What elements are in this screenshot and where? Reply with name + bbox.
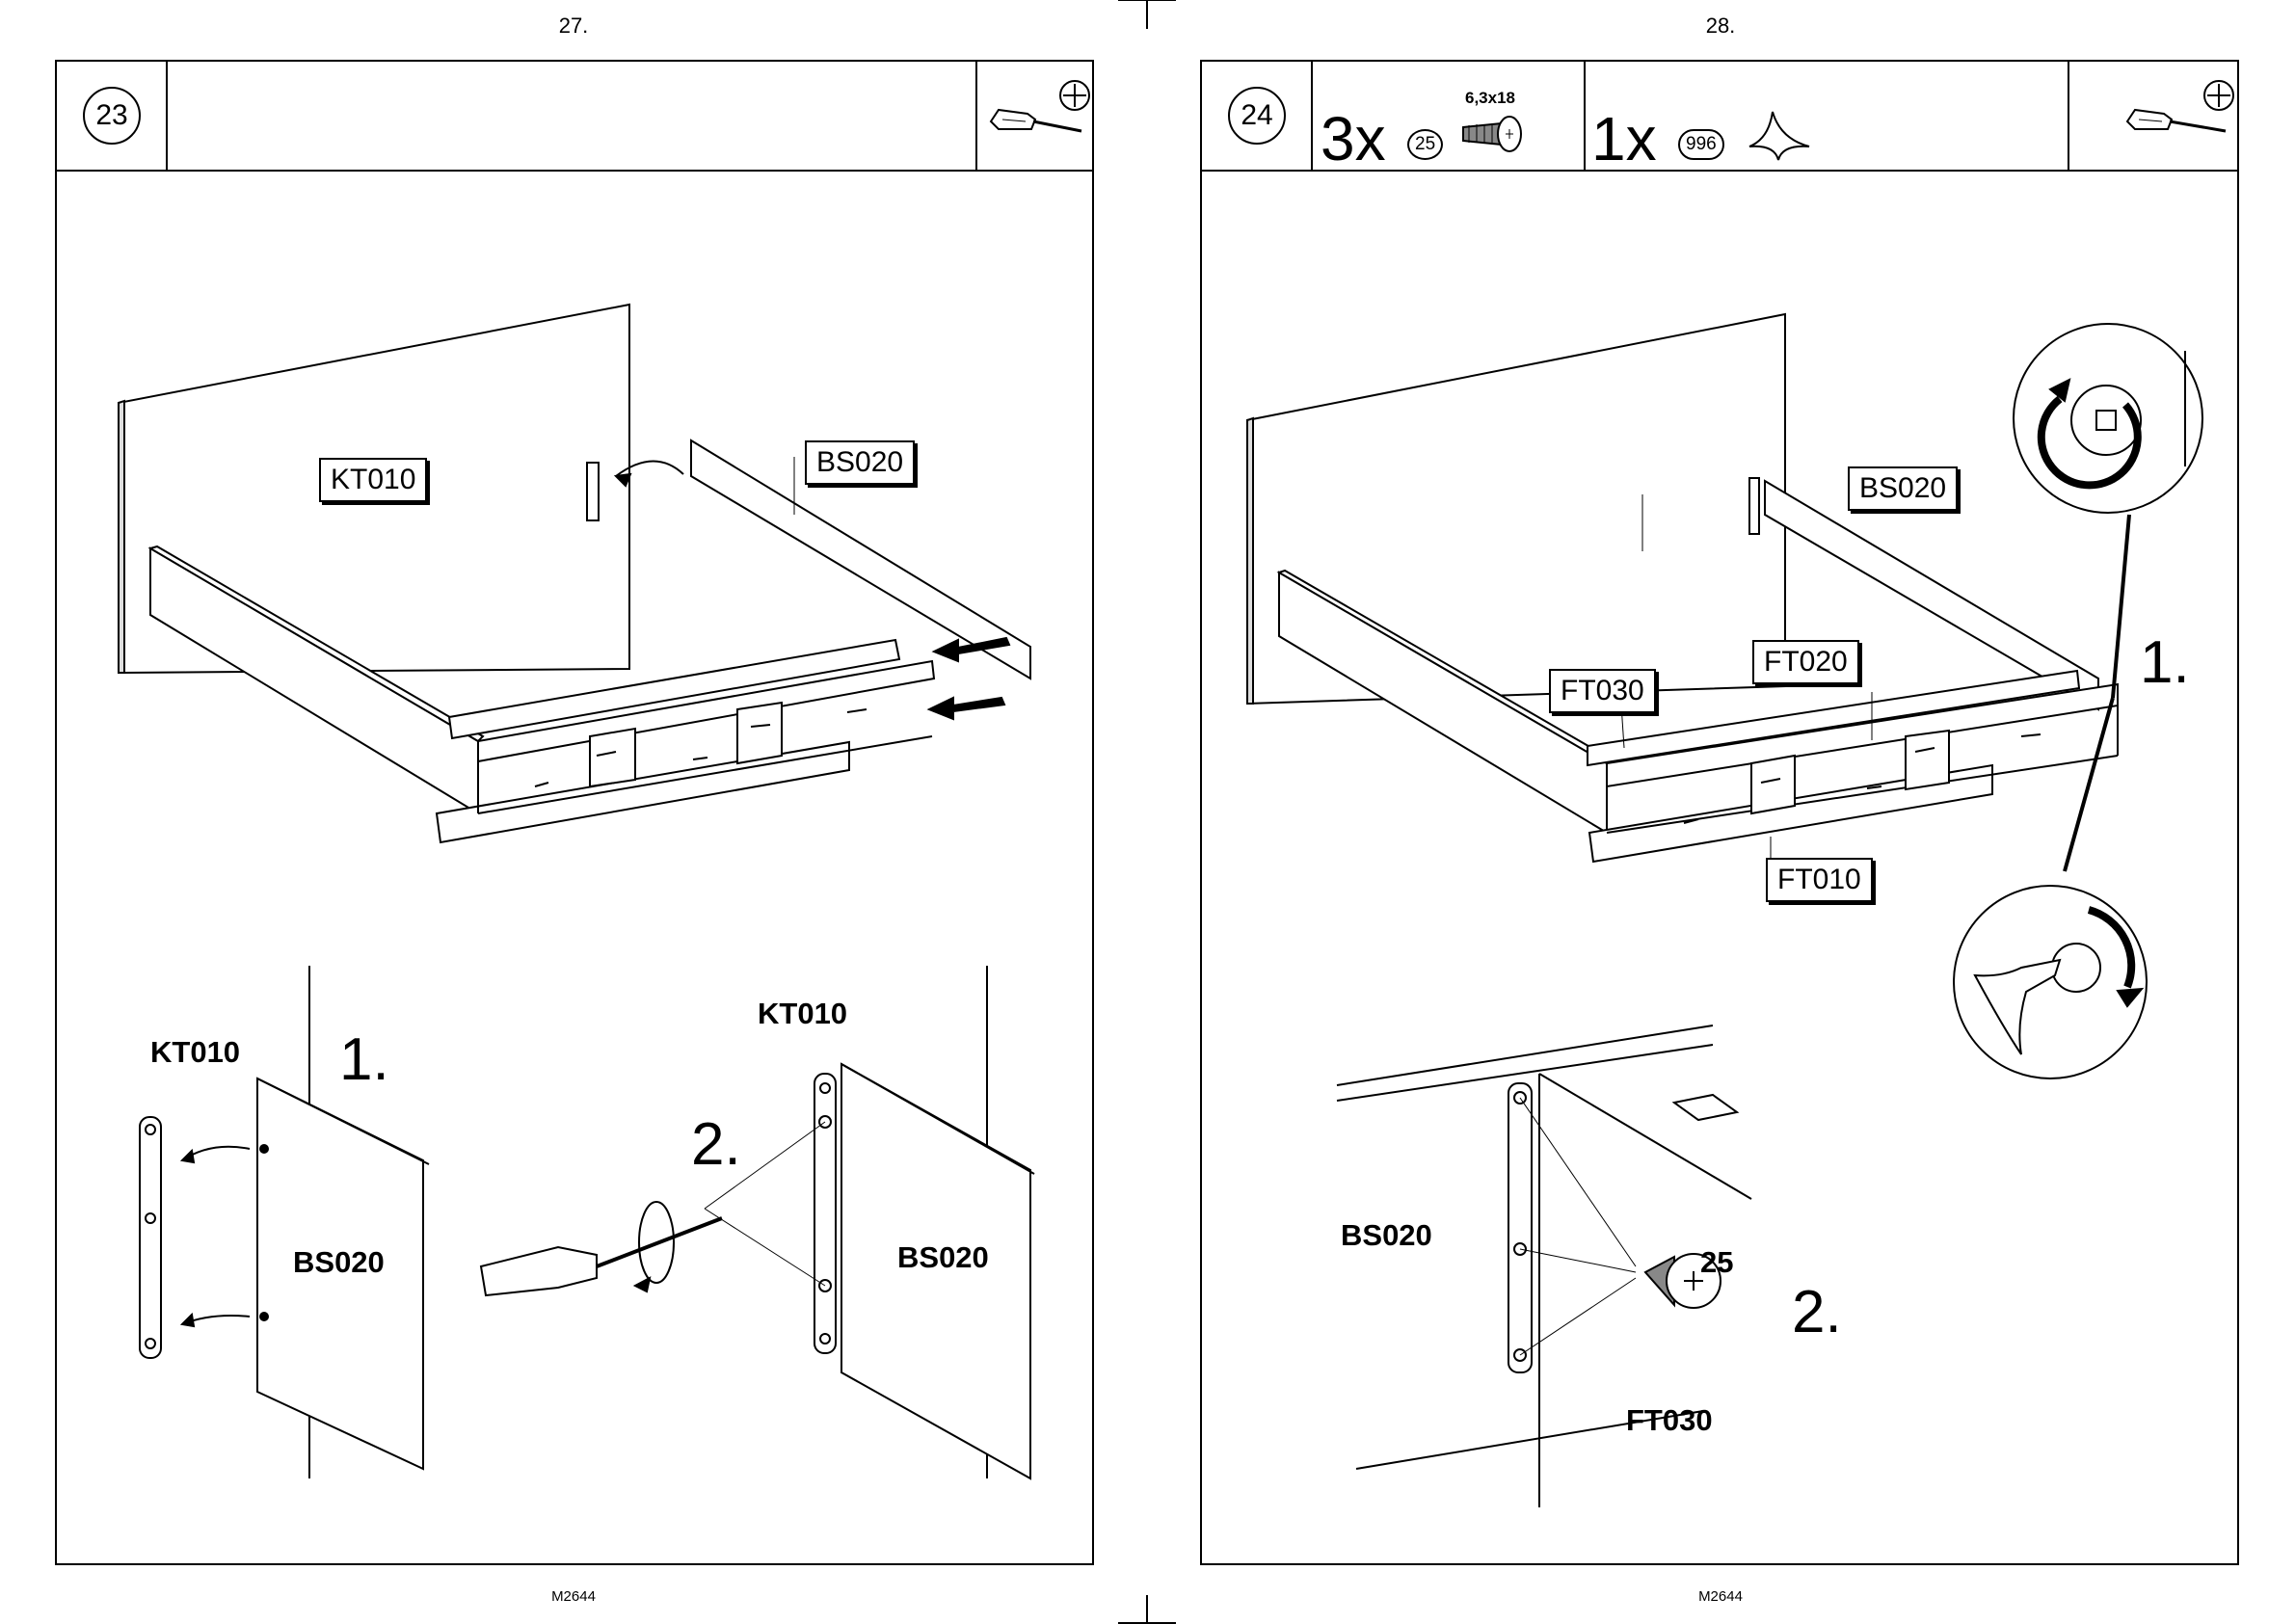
footer-code: M2644 bbox=[1663, 1588, 1778, 1605]
instruction-panel: 24 3x 25 6,3x18 1x 996 bbox=[1200, 60, 2239, 1565]
ft010-label: FT010 bbox=[1766, 858, 1873, 902]
bs020-label: BS020 bbox=[1848, 466, 1958, 511]
page-number: 28. bbox=[1663, 13, 1778, 39]
step-2-label: 2. bbox=[1792, 1278, 1842, 1346]
detail-bs020-label: BS020 bbox=[1341, 1218, 1432, 1253]
bed-frame-drawing bbox=[1202, 62, 2237, 1563]
ft020-label: FT020 bbox=[1752, 640, 1859, 684]
step-1-label: 1. bbox=[2140, 628, 2190, 697]
screw-number-label: 25 bbox=[1700, 1245, 1733, 1280]
detail-ft030-label: FT030 bbox=[1626, 1403, 1713, 1438]
ft030-label: FT030 bbox=[1549, 669, 1656, 713]
